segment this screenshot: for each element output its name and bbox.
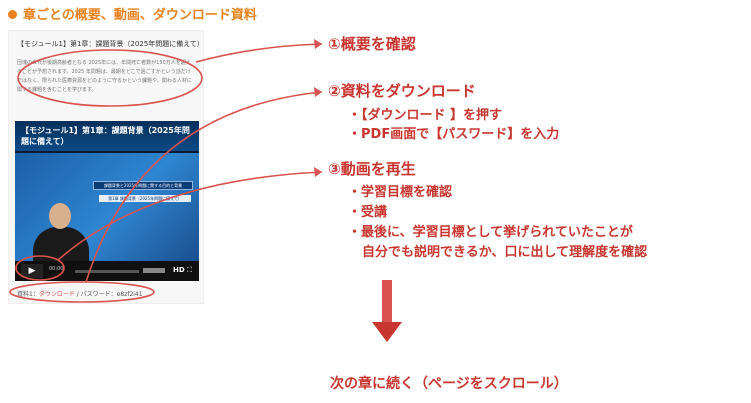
material-password: / パスワード：e8zf2i41 bbox=[74, 291, 143, 298]
download-link[interactable]: ダウンロード bbox=[38, 291, 75, 298]
arrow-head-download bbox=[314, 87, 322, 97]
play-icon[interactable]: ▶ bbox=[21, 264, 43, 278]
arrow-head-play bbox=[314, 167, 322, 177]
callout-download-step-2: ・PDF画面で【パスワード】を入力 bbox=[348, 127, 560, 142]
volume-slider[interactable] bbox=[143, 268, 165, 273]
next-chapter-text: 次の章に続く（ページをスクロール） bbox=[330, 376, 568, 392]
slide-text-1: 課題背景と2025年問題に関する目的と背景 bbox=[93, 181, 193, 190]
callout-download-step-1: ・【ダウンロード 】を押す bbox=[348, 108, 503, 123]
section-heading-text: 章ごとの概要、動画、ダウンロード資料 bbox=[23, 8, 257, 23]
section-heading: 章ごとの概要、動画、ダウンロード資料 bbox=[8, 4, 257, 23]
video-title-banner: 【モジュール1】第1章：課題背景（2025年問題に備えて） bbox=[15, 121, 199, 151]
presenter-head bbox=[49, 203, 71, 229]
download-highlight-ellipse bbox=[9, 281, 155, 303]
material-prefix: 資料1： bbox=[17, 291, 39, 298]
arrow-to-summary bbox=[195, 43, 323, 63]
video-title: 【モジュール1】第1章：課題背景（2025年問題に備えて） bbox=[21, 126, 190, 146]
callout-download: ②資料をダウンロード bbox=[328, 82, 476, 100]
arrow-head-summary bbox=[314, 39, 322, 49]
callout-video-step-4: 自分でも説明できるか、口に出して理解度を確認 bbox=[362, 245, 648, 260]
fullscreen-icon[interactable]: ⛶ bbox=[187, 266, 192, 274]
summary-highlight-ellipse bbox=[17, 49, 203, 107]
down-arrow-icon bbox=[372, 280, 402, 342]
video-player[interactable]: 【モジュール1】第1章：課題背景（2025年問題に備えて） 課題背景と2025年… bbox=[15, 121, 199, 281]
video-frame[interactable]: 課題背景と2025年問題に関する目的と背景 第1章 課題背景（2025年問題に備… bbox=[15, 153, 199, 267]
callout-video: ③動画を再生 bbox=[328, 160, 416, 178]
arrow-to-play bbox=[57, 171, 323, 261]
chapter-title: 【モジュール1】第1章：課題背景（2025年問題に備えて） bbox=[17, 40, 204, 48]
video-progress-bar[interactable] bbox=[75, 270, 139, 273]
callout-video-step-3: ・最後に、学習目標として挙げられていたことが bbox=[348, 225, 633, 240]
chapter-summary: 団塊の世代が後期高齢者となる 2025年には、年間死亡者数が150万人を超えるこ… bbox=[17, 60, 192, 93]
bullet-dot-icon bbox=[8, 10, 17, 19]
hd-toggle[interactable]: HD bbox=[173, 266, 185, 274]
callout-video-step-1: ・学習目標を確認 bbox=[348, 185, 453, 200]
play-highlight-ellipse bbox=[15, 255, 65, 281]
page-screenshot: 【モジュール1】第1章：課題背景（2025年問題に備えて） 団塊の世代が後期高齢… bbox=[8, 30, 204, 304]
video-time: 00:00 bbox=[49, 266, 64, 272]
slide-text-2: 第1章 課題背景（2025年問題に備えて） bbox=[99, 195, 191, 202]
video-controls: ▶ 00:00 HD ⛶ bbox=[15, 261, 199, 281]
material-row: 資料1：ダウンロード / パスワード：e8zf2i41 bbox=[17, 289, 143, 298]
callout-summary: ①概要を確認 bbox=[328, 35, 416, 53]
arrow-to-download bbox=[85, 91, 323, 283]
presenter-figure bbox=[33, 227, 89, 267]
callout-video-step-2: ・受講 bbox=[348, 205, 388, 220]
